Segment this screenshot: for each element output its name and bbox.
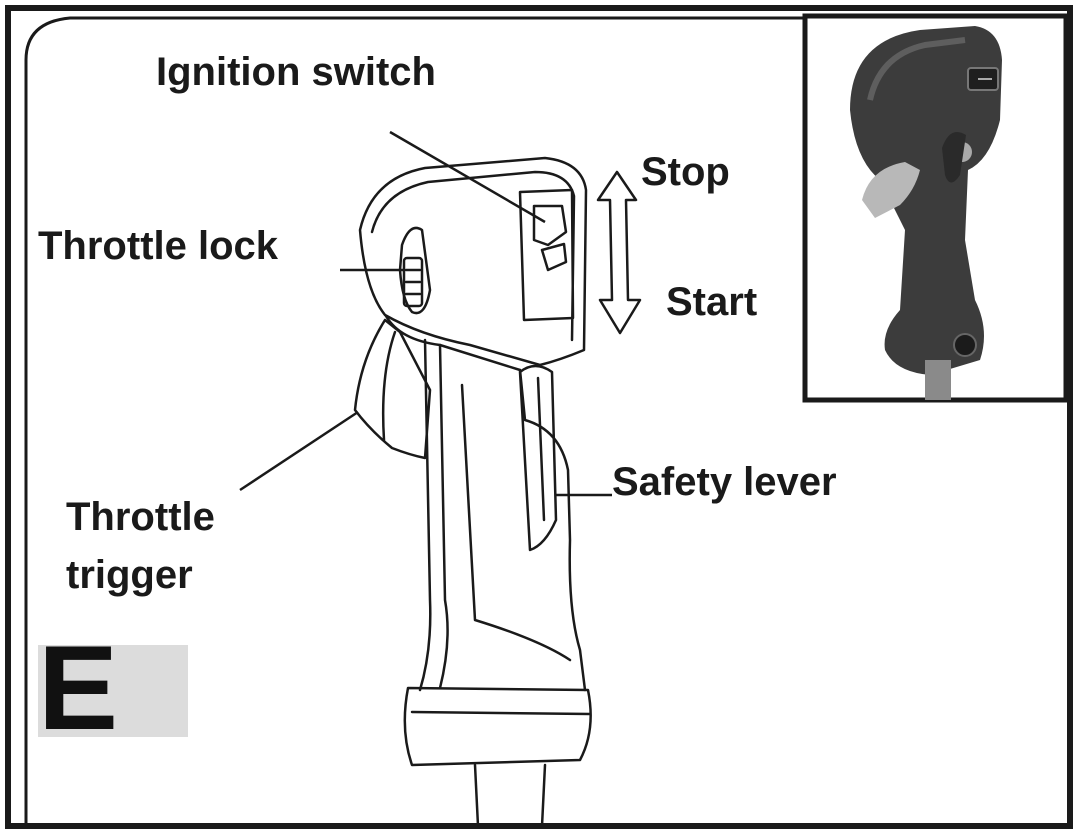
label-stop: Stop [641, 150, 730, 194]
photo-trigger [862, 162, 920, 218]
label-throttle-lock: Throttle lock [38, 224, 279, 268]
label-throttle-trigger-line1: Throttle [66, 495, 215, 539]
photo-knob [953, 333, 977, 357]
photo-handle-highlight [867, 37, 966, 101]
leader-lines [239, 130, 612, 497]
label-throttle-trigger-line2: trigger [66, 553, 193, 597]
figure-letter-box [38, 645, 188, 737]
stop-start-arrow [596, 170, 642, 335]
label-ignition-switch: Ignition switch [156, 50, 436, 94]
figure-letter: E [38, 621, 119, 755]
leader-ignition [389, 130, 546, 224]
photo-inset [802, 13, 1069, 403]
photo-handle-body [850, 26, 1002, 375]
photo-shaft [925, 360, 951, 400]
label-throttle-trigger: Throttle trigger [66, 488, 215, 604]
photo-safety-lever [942, 131, 966, 183]
label-start: Start [666, 280, 758, 324]
leader-throttle-trigger [239, 410, 359, 492]
label-safety-lever: Safety lever [612, 460, 837, 504]
handle-line-drawing [353, 156, 592, 828]
